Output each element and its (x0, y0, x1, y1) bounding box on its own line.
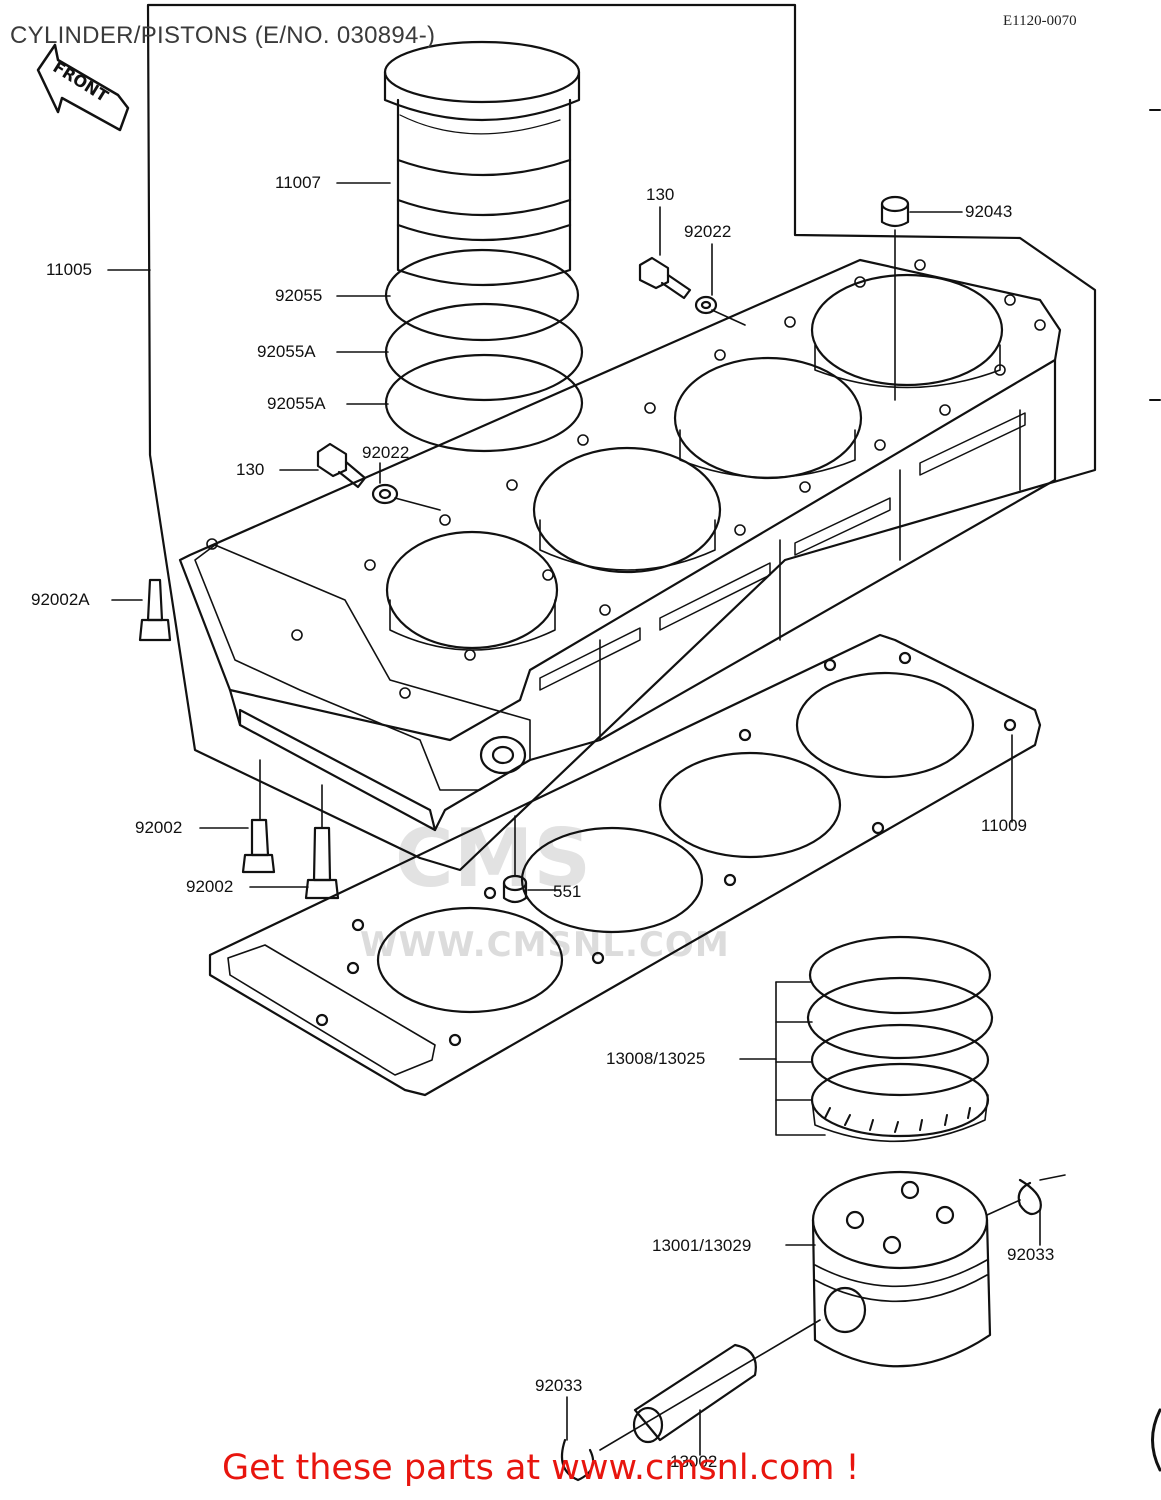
sleeve-o-ring-2 (384, 302, 584, 402)
circlip-left (560, 1438, 595, 1482)
callout-label[interactable]: 13008/13025 (606, 1049, 706, 1068)
piston-pin (632, 1343, 757, 1444)
cylinder-sleeve (383, 40, 581, 287)
callout-label[interactable]: 130 (646, 185, 675, 204)
callout-label[interactable]: 11005 (46, 260, 93, 279)
bolt-92002-1 (241, 818, 276, 874)
bolt-130-lower (316, 442, 367, 489)
callout-label[interactable]: 92055 (275, 286, 323, 305)
callout-label[interactable]: 11009 (981, 816, 1028, 835)
callout-label[interactable]: 92055A (267, 394, 326, 413)
watermark-url: WWW.CMSNL.COM (360, 925, 730, 965)
page-title: CYLINDER/PISTONS (E/NO. 030894-) (10, 22, 436, 49)
callout-label[interactable]: 130 (236, 460, 265, 479)
sleeve-o-ring-1 (384, 248, 580, 342)
bolt-130-upper (638, 256, 692, 300)
buy-parts-link[interactable]: Get these parts at www.cmsnl.com ! (222, 1448, 860, 1488)
front-arrow-icon (36, 43, 130, 132)
bolt-92002A (138, 578, 172, 642)
dowel-pin (502, 874, 528, 904)
washer-upper (694, 295, 718, 315)
head-gasket (208, 633, 1042, 1097)
callout-label[interactable]: 551 (553, 882, 582, 901)
piston-ring-set (806, 935, 994, 1143)
callout-label[interactable]: 92033 (1007, 1245, 1055, 1264)
callout-label[interactable]: 13001/13029 (652, 1236, 752, 1255)
callout-label[interactable]: 11007 (275, 173, 322, 192)
callout-label[interactable]: 92002A (31, 590, 90, 609)
block-holes (206, 259, 1046, 699)
margin-paren (1151, 1408, 1161, 1472)
block-frame-line (146, 3, 1097, 872)
washer-lower (371, 483, 399, 505)
piston (811, 1170, 992, 1368)
cylinder-block (178, 258, 1062, 832)
callout-label[interactable]: 92055A (257, 342, 316, 361)
callout-label[interactable]: 13002 (670, 1452, 718, 1471)
diagram-code: E1120-0070 (1003, 13, 1077, 29)
callout-label[interactable]: 92002 (135, 818, 183, 837)
leader-lines (107, 182, 1066, 1456)
callout-label[interactable]: 92033 (535, 1376, 583, 1395)
callout-label[interactable]: 92022 (684, 222, 732, 241)
margin-mark (1149, 109, 1161, 401)
callout-label[interactable]: 92022 (362, 443, 410, 462)
sleeve-o-ring-3 (384, 353, 584, 453)
circlip-right (1017, 1178, 1042, 1216)
callout-label[interactable]: 92043 (965, 202, 1013, 221)
callout-label[interactable]: 92002 (186, 877, 234, 896)
bolt-92002-2 (304, 826, 340, 900)
dowel-top (880, 195, 910, 228)
